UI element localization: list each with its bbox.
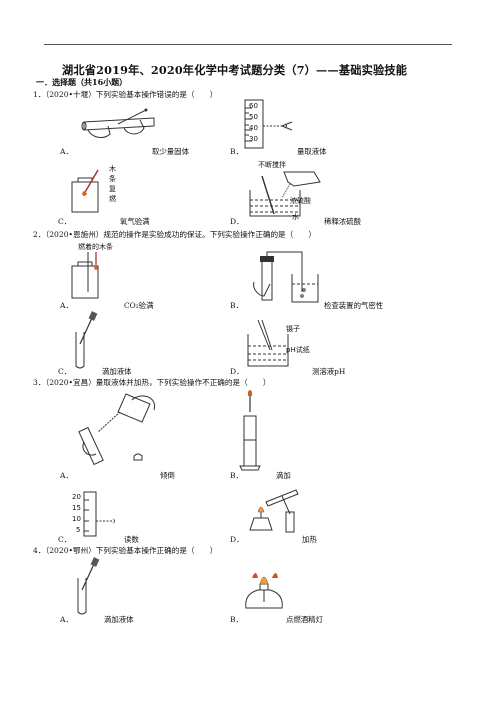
q1-b-tick-40: 40 — [249, 124, 258, 132]
question-2-stem: 2．（2020•恩施州）规范的操作是实验成功的保证。下列实验操作正确的是（ ） — [33, 230, 317, 239]
q3-c-tick-5: 5 — [76, 526, 81, 534]
q2-a-figure — [71, 252, 99, 299]
q1-c-label-3: 复 — [109, 185, 116, 193]
section-heading: 一．选择题（共16小题） — [36, 77, 128, 87]
q2-option-b: B． — [230, 301, 244, 310]
q1-option-a-caption: 取少量固体 — [152, 147, 189, 156]
q3-c-figure — [83, 491, 115, 537]
q2-a-label-stick: 燃着的木条 — [78, 243, 113, 251]
q2-option-b-caption: 检查装置的气密性 — [324, 301, 384, 310]
q4-b-figure — [245, 573, 283, 609]
q1-b-tick-50: 50 — [249, 113, 258, 121]
q2-d-figure — [247, 319, 289, 367]
q2-option-c: C． — [58, 367, 72, 376]
q3-option-b: B． — [230, 471, 244, 480]
q1-c-figure — [71, 169, 99, 213]
q1-option-c: C． — [58, 217, 72, 226]
q3-option-a-caption: 倾倒 — [160, 471, 175, 480]
q1-b-tick-30: 30 — [249, 135, 258, 143]
q3-a-figure — [78, 393, 156, 466]
q1-option-b: B． — [230, 147, 244, 156]
q2-option-d-caption: 测溶液pH — [312, 367, 346, 376]
q1-c-label-1: 木 — [109, 165, 116, 173]
q1-c-label-2: 条 — [109, 175, 116, 183]
q4-a-figure — [77, 557, 100, 615]
q1-option-b-caption: 量取液体 — [297, 147, 327, 156]
q3-b-figure — [239, 390, 261, 471]
question-1-stem: 1．（2020•十堰）下列实验基本操作错误的是（ ） — [33, 90, 218, 99]
q3-option-c-caption: 读数 — [124, 535, 139, 544]
question-3-stem: 3．（2020•宜昌）量取液体并加热，下列实验操作不正确的是（ ） — [33, 378, 271, 387]
q3-c-tick-20: 20 — [72, 493, 81, 501]
q1-a-figure — [81, 108, 155, 138]
q3-option-d-caption: 加热 — [302, 535, 317, 544]
q1-d-label-stir: 不断搅拌 — [258, 161, 286, 169]
q2-b-figure — [253, 251, 319, 303]
q1-option-a: A． — [60, 147, 74, 156]
q4-option-b-caption: 点燃酒精灯 — [286, 615, 323, 624]
question-4-stem: 4．（2020•鄂州）下列实验基本操作正确的是（ ） — [33, 546, 218, 555]
q1-d-label-acid: 浓硫酸 — [290, 197, 311, 205]
q4-option-a-caption: 滴加液体 — [104, 615, 134, 624]
q1-option-c-caption: 氧气验满 — [120, 217, 150, 226]
q2-d-label-tweezers: 镊子 — [286, 325, 300, 333]
q2-d-label-paper: pH试纸 — [286, 346, 310, 354]
q3-d-figure — [249, 489, 299, 533]
q1-d-figure — [249, 171, 321, 217]
page-title: 湖北省2019年、2020年化学中考试题分类（7）——基础实验技能 — [62, 63, 408, 77]
q1-b-figure — [244, 99, 293, 149]
q1-b-tick-60: 60 — [249, 102, 258, 110]
q1-c-label-4: 燃 — [109, 195, 116, 203]
q1-d-label-water: 水 — [292, 213, 299, 221]
q2-option-c-caption: 滴加液体 — [102, 367, 132, 376]
q2-option-a: A． — [60, 301, 74, 310]
q3-option-a: A． — [60, 471, 74, 480]
q3-option-b-caption: 滴加 — [276, 471, 291, 480]
q2-option-a-caption: CO₂验满 — [124, 301, 154, 310]
q2-option-d: D． — [230, 367, 244, 376]
q3-c-tick-15: 15 — [72, 504, 81, 512]
q4-option-b: B． — [230, 615, 244, 624]
q2-c-figure — [75, 311, 98, 369]
q1-option-d: D． — [230, 217, 244, 226]
q3-option-c: C． — [58, 535, 72, 544]
q1-option-d-caption: 稀释浓硫酸 — [324, 217, 361, 226]
q4-option-a: A． — [60, 615, 74, 624]
q3-option-d: D． — [230, 535, 244, 544]
q3-c-tick-10: 10 — [72, 515, 81, 523]
header-rule — [44, 44, 452, 45]
